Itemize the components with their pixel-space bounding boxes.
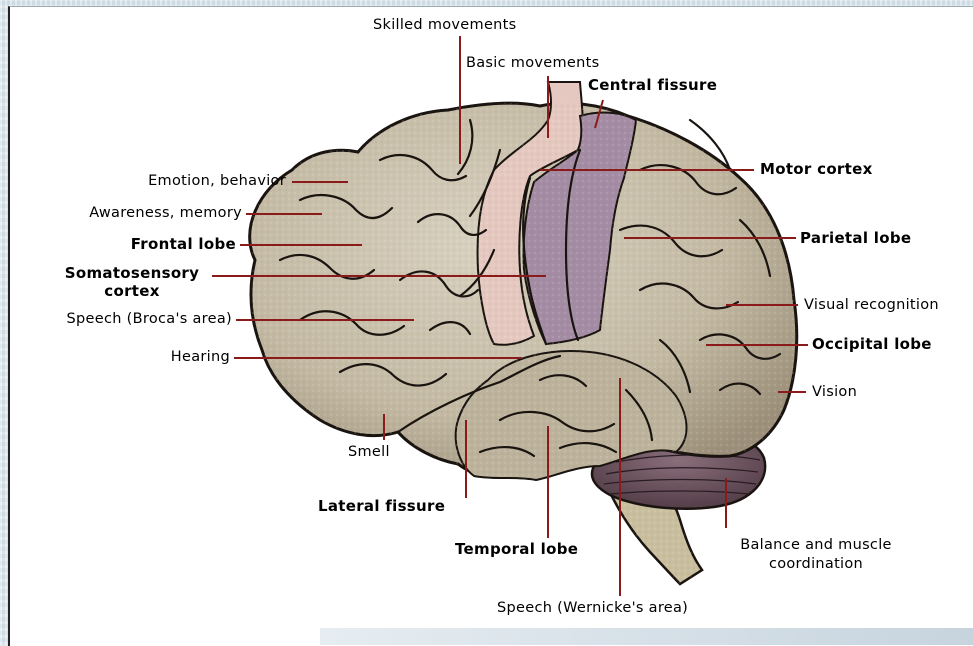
label-frontal-lobe: Frontal lobe: [100, 236, 236, 253]
label-lateral-fissure: Lateral fissure: [318, 498, 445, 515]
label-skilled-movements: Skilled movements: [373, 17, 517, 34]
label-somatosensory-line1: Somatosensory: [52, 265, 212, 282]
label-somatosensory-line2: cortex: [52, 283, 212, 300]
label-central-fissure: Central fissure: [588, 77, 717, 94]
label-speech-wernicke: Speech (Wernicke's area): [497, 600, 688, 617]
label-visual-recognition: Visual recognition: [804, 297, 939, 314]
label-balance-line2: coordination: [716, 556, 916, 573]
label-motor-cortex: Motor cortex: [760, 161, 873, 178]
label-temporal-lobe: Temporal lobe: [455, 541, 578, 558]
cerebrum-stipple: [250, 103, 797, 478]
label-parietal-lobe: Parietal lobe: [800, 230, 911, 247]
label-balance-line1: Balance and muscle: [716, 537, 916, 554]
label-vision: Vision: [812, 384, 857, 401]
label-basic-movements: Basic movements: [466, 55, 599, 72]
label-awareness-memory: Awareness, memory: [48, 205, 242, 222]
label-hearing: Hearing: [130, 349, 230, 366]
label-occipital-lobe: Occipital lobe: [812, 336, 932, 353]
label-speech-broca: Speech (Broca's area): [2, 311, 232, 328]
label-smell: Smell: [348, 444, 390, 461]
label-emotion-behavior: Emotion, behavior: [110, 173, 286, 190]
